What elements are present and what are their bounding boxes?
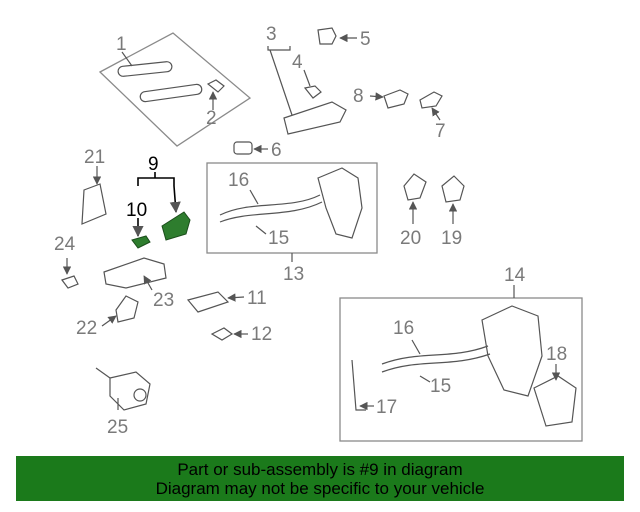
part-9-highlight: [161, 211, 191, 241]
callout-16-upper: 16: [228, 170, 249, 191]
part-6-bezel: [233, 141, 268, 155]
part-23-mechanism: [103, 257, 167, 291]
part-21-bracket: [81, 166, 107, 225]
callout-2: 2: [206, 108, 217, 129]
part-8-cover: [369, 89, 409, 109]
part-12-cap: [210, 327, 248, 341]
part-19-seal: [441, 175, 465, 224]
callout-10: 10: [126, 200, 147, 221]
callout-16-lower: 16: [393, 318, 414, 339]
callout-11: 11: [247, 288, 267, 309]
box-13-lock-assembly: [206, 162, 378, 262]
callout-25: 25: [107, 417, 128, 438]
info-banner: Part or sub-assembly is #9 in diagram Di…: [16, 456, 624, 501]
part-1-handle-assembly: [98, 32, 252, 147]
callout-14: 14: [504, 265, 526, 286]
callout-22: 22: [76, 318, 97, 339]
callout-19: 19: [441, 228, 462, 249]
callout-5: 5: [360, 29, 371, 50]
callout-15-lower: 15: [430, 376, 451, 397]
box-14-lock-assembly: [339, 285, 583, 442]
part-10-highlight: [131, 235, 151, 249]
part-9-inside-handle-bracket: [131, 172, 191, 249]
callout-17: 17: [376, 397, 397, 418]
callout-21: 21: [84, 147, 105, 168]
part-11-bezel: [186, 291, 245, 313]
part-24-clip: [61, 258, 79, 289]
part-5-cap: [317, 27, 357, 45]
part-7-cover: [419, 91, 443, 121]
callout-8: 8: [353, 86, 364, 107]
info-banner-line-1: Part or sub-assembly is #9 in diagram: [177, 460, 463, 479]
callout-1: 1: [116, 34, 127, 55]
part-22-bracket: [101, 295, 139, 327]
callout-12: 12: [251, 324, 272, 345]
callout-9: 9: [148, 154, 159, 175]
callout-23: 23: [153, 290, 174, 311]
info-banner-line-2: Diagram may not be specific to your vehi…: [155, 479, 485, 498]
callout-7: 7: [435, 121, 446, 142]
callout-4: 4: [292, 52, 303, 73]
callout-15-upper: 15: [268, 228, 289, 249]
callout-6: 6: [271, 140, 282, 161]
callout-24: 24: [54, 234, 76, 255]
part-2-clip: [206, 79, 225, 110]
callout-3: 3: [266, 24, 277, 45]
callout-18: 18: [546, 344, 567, 365]
parts-diagram: 1 2 3 4 5 8 7 6: [54, 24, 583, 442]
callout-13: 13: [283, 264, 304, 285]
part-25-lock-cylinder: [95, 367, 151, 411]
part-3-outer-handle: [267, 46, 347, 135]
callout-20: 20: [400, 228, 421, 249]
part-20-seal: [403, 173, 427, 224]
